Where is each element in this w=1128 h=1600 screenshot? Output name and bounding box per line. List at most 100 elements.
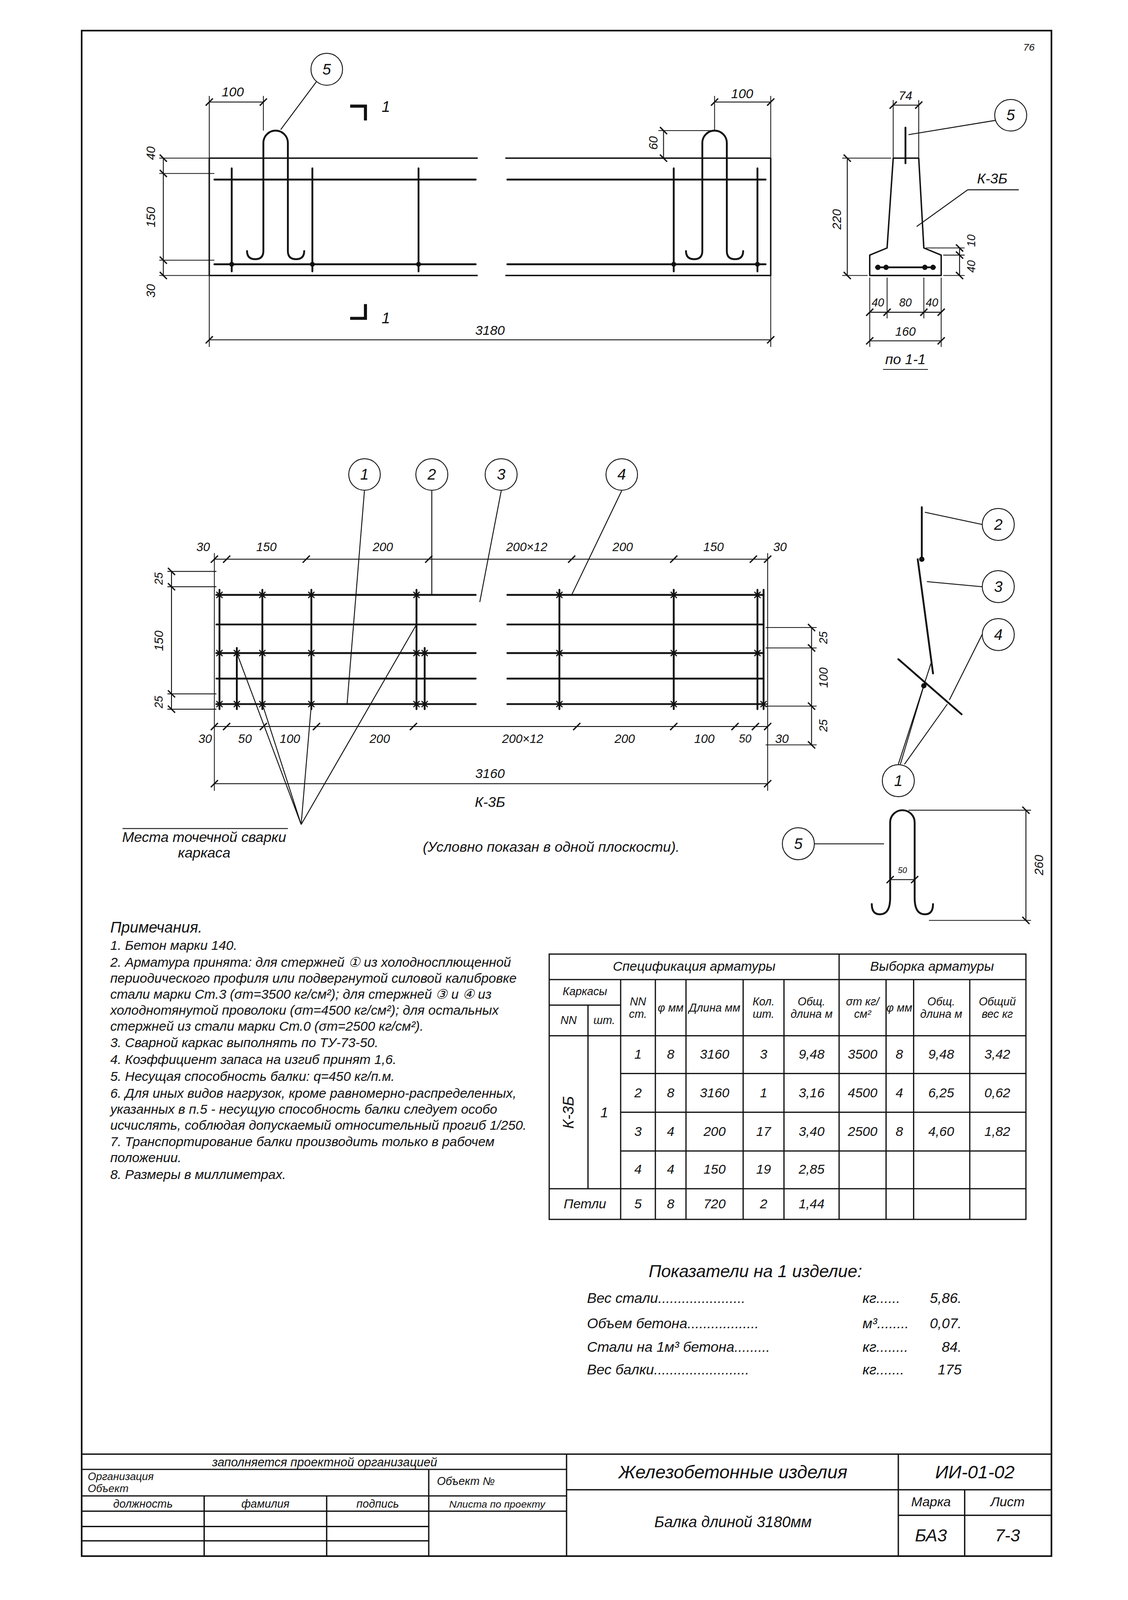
- weld-dot: [922, 264, 928, 271]
- section-mark: [350, 106, 366, 319]
- dimension-line: [869, 311, 942, 313]
- title-block-text: должность: [113, 1498, 173, 1511]
- note-text: 4. Коэффициент запаса на изгиб принят 1,…: [110, 1052, 539, 1069]
- indicator-text: Показатели на 1 изделие:: [648, 1262, 863, 1283]
- table-cell: 4: [895, 1085, 904, 1101]
- weld-mark: [307, 649, 316, 658]
- dimension-line: [214, 726, 768, 728]
- title-block-text: Балка длиной 3180мм: [654, 1514, 812, 1532]
- table-cell: 8: [666, 1046, 675, 1062]
- weld-mark: [258, 590, 267, 599]
- drawing-label: 50: [738, 732, 752, 746]
- drawing-label: 150: [703, 540, 724, 555]
- dimension-line: [163, 158, 164, 276]
- drawing-label: 3160: [475, 766, 505, 782]
- rebar: [231, 168, 758, 272]
- table-grid: [587, 954, 970, 1220]
- note-text: 5. Несущая способность балки: q=450 кг/п…: [110, 1068, 539, 1085]
- callout-number: 4: [994, 627, 1003, 643]
- table-cell: 8: [895, 1124, 904, 1140]
- title-block-text: Организация: [87, 1470, 154, 1484]
- note-text: 3. Сварной каркас выполнять по ТУ-73-50.: [110, 1035, 539, 1052]
- rebar: [216, 595, 764, 705]
- rebar: [871, 810, 933, 915]
- drawing-label: 150: [256, 540, 277, 555]
- note-text: 6. Для иных видов нагрузок, кроме равном…: [110, 1085, 539, 1134]
- drawing-label: 60: [646, 135, 661, 150]
- table-cell: NN: [560, 1014, 578, 1028]
- weld-dot: [229, 262, 235, 268]
- drawing-label: 200×12: [502, 732, 544, 747]
- table-cell: 150: [703, 1162, 726, 1178]
- callout-number: 5: [322, 61, 331, 77]
- indicator-text: 84.: [941, 1339, 962, 1356]
- indicator-text: 0,07.: [929, 1315, 962, 1333]
- leader-line: [898, 663, 948, 765]
- indicator-text: Вес балки........................: [586, 1361, 750, 1379]
- indicator-text: Вес стали......................: [586, 1290, 746, 1307]
- title-block-text: заполняется проектной организацией: [211, 1455, 438, 1471]
- dimension-line: [846, 158, 848, 276]
- table-cell: Петли: [563, 1196, 607, 1212]
- sheet-number: 76: [1023, 40, 1035, 53]
- table-cell: φ мм: [885, 1002, 913, 1015]
- leader-line: [924, 512, 983, 701]
- weld-mark: [753, 649, 762, 658]
- title-block-text: ИИ-01-02: [935, 1462, 1015, 1484]
- drawing-label: Места точечной сварки каркаса: [112, 829, 297, 861]
- weld-mark: [215, 649, 224, 658]
- extension-line: [159, 158, 215, 276]
- weld-mark: [555, 700, 564, 709]
- title-block-text: фамилия: [241, 1498, 290, 1511]
- table-cell: 3500: [847, 1046, 877, 1062]
- table-cell: 3,16: [798, 1085, 825, 1101]
- weld-mark: [420, 700, 429, 709]
- beam-outline: [209, 158, 941, 276]
- drawing-label: (Условно показан в одной плоскости).: [422, 839, 680, 856]
- drawing-label: 40: [871, 296, 885, 310]
- weld-mark: [412, 700, 421, 709]
- extension-line: [765, 627, 817, 746]
- indicator-text: Объем бетона..................: [586, 1315, 759, 1333]
- leader-line: [236, 624, 417, 825]
- table-cell: 6,25: [928, 1085, 954, 1101]
- drawing-label: 100: [731, 86, 754, 102]
- weld-mark: [420, 649, 429, 658]
- callout-number: 5: [1006, 107, 1015, 123]
- table-cell: К-3Б: [559, 1096, 578, 1129]
- dimension-line: [209, 339, 771, 341]
- indicator-text: кг.......: [862, 1361, 905, 1379]
- weld-mark: [555, 590, 564, 599]
- table-cell: 3: [759, 1046, 768, 1062]
- drawing-label: 150: [152, 630, 167, 652]
- table-cell: Каркасы: [562, 985, 607, 999]
- callout-number: 3: [994, 579, 1003, 595]
- callout-circle: 1: [881, 764, 915, 798]
- callout-number: 3: [497, 466, 506, 483]
- dimension-line: [214, 783, 768, 785]
- table-cell: 9,48: [798, 1046, 825, 1062]
- drawing-label: 150: [143, 207, 159, 228]
- drawing-label: 40: [143, 146, 159, 160]
- table-cell: Выборка арматуры: [870, 959, 995, 975]
- drawing-label: 220: [829, 209, 845, 230]
- dimension-line: [959, 247, 961, 276]
- weld-dot: [671, 262, 677, 268]
- drawing-label: 200: [612, 540, 634, 555]
- table-cell: 1: [600, 1104, 609, 1121]
- extension-line: [209, 95, 771, 159]
- dimension-line: [890, 879, 915, 881]
- drawing-label: 260: [1032, 855, 1047, 876]
- leader-line: [280, 81, 1019, 227]
- weld-mark: [232, 700, 241, 709]
- extension-line: [214, 553, 768, 791]
- weld-mark: [412, 590, 421, 599]
- drawing-label: 10: [965, 234, 979, 248]
- extension-line: [869, 277, 942, 347]
- drawing-label: 30: [196, 540, 211, 555]
- table-cell: шт.: [593, 1014, 616, 1028]
- rebar: [214, 127, 962, 915]
- dimension-line: [163, 102, 1027, 921]
